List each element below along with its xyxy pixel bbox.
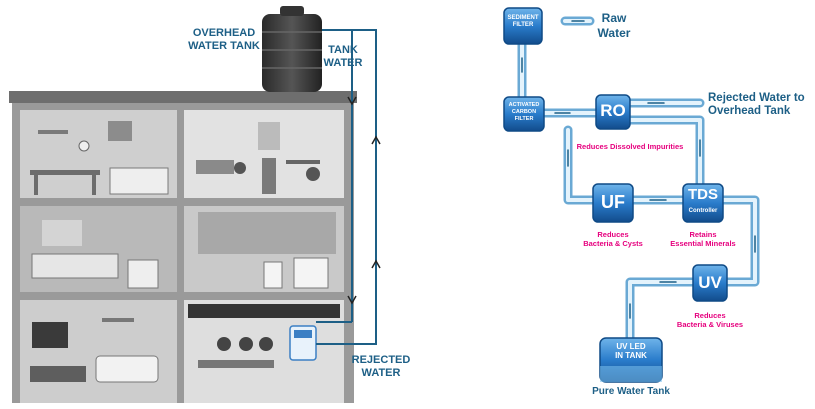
tv	[32, 322, 68, 348]
raw-water-label: Raw Water	[597, 11, 631, 40]
uv-label: UV	[698, 273, 722, 292]
house-illustration	[9, 6, 381, 403]
sediment-filter-unit	[503, 7, 543, 45]
ro-description: Reduces Dissolved Impurities	[576, 142, 684, 151]
window	[258, 122, 280, 150]
purifier-pipes	[517, 16, 760, 343]
arrow-down-icon	[347, 96, 357, 106]
uf-label: UF	[601, 192, 625, 212]
wall-art	[42, 220, 82, 246]
sink	[293, 257, 329, 289]
tds-controller-unit	[682, 183, 724, 223]
cabinet	[262, 158, 276, 194]
uv-unit	[692, 264, 728, 302]
arrow-down-icon	[347, 295, 357, 305]
pure-water-tank-unit	[599, 337, 663, 383]
rejected-water-pipe	[316, 29, 377, 345]
ro-unit	[595, 94, 631, 130]
tds-controller-label: Controller	[688, 208, 718, 214]
tds-description: Retains Essential Minerals	[670, 230, 736, 248]
sofa	[196, 160, 234, 174]
shelf	[38, 130, 68, 134]
wall-picture	[108, 121, 132, 141]
kitchen-cabinets	[188, 304, 340, 318]
uv-led-tank-label: UV LED IN TANK	[615, 342, 647, 360]
kitchen-counter	[198, 360, 274, 368]
bed	[109, 167, 169, 195]
overhead-tank-label: OVERHEAD WATER TANK	[188, 27, 260, 52]
uv-description: Reduces Bacteria & Viruses	[676, 311, 744, 329]
person	[306, 167, 320, 181]
ro-label: RO	[600, 101, 626, 120]
room-living	[20, 300, 177, 403]
desk	[30, 170, 100, 175]
person	[217, 337, 231, 351]
pure-water-tank-label: Pure Water Tank	[592, 386, 670, 397]
toilet	[263, 261, 283, 289]
rejected-water-label: REJECTED WATER	[351, 354, 411, 379]
uf-description: Reduces Bacteria & Cysts	[583, 230, 643, 248]
roof	[9, 91, 357, 103]
tank-water-label: TANK WATER	[323, 44, 363, 69]
couch	[95, 355, 159, 383]
table	[286, 160, 320, 164]
dresser	[127, 259, 159, 289]
overhead-water-tank	[262, 6, 322, 92]
arrow-up-icon	[371, 259, 381, 269]
wall-clock	[78, 140, 90, 152]
tv-cabinet	[30, 366, 86, 382]
double-bed	[31, 253, 119, 279]
carbon-filter-unit	[503, 96, 545, 132]
rejected-to-tank-label: Rejected Water to Overhead Tank	[708, 92, 805, 117]
sediment-filter-label: SEDIMENT FILTER	[507, 15, 539, 28]
tiles	[198, 212, 336, 254]
uf-unit	[592, 183, 634, 223]
carbon-filter-label: ACTIVATED CARBON FILTER	[508, 102, 540, 122]
arrow-up-icon	[371, 135, 381, 145]
tds-label: TDS	[688, 186, 718, 203]
